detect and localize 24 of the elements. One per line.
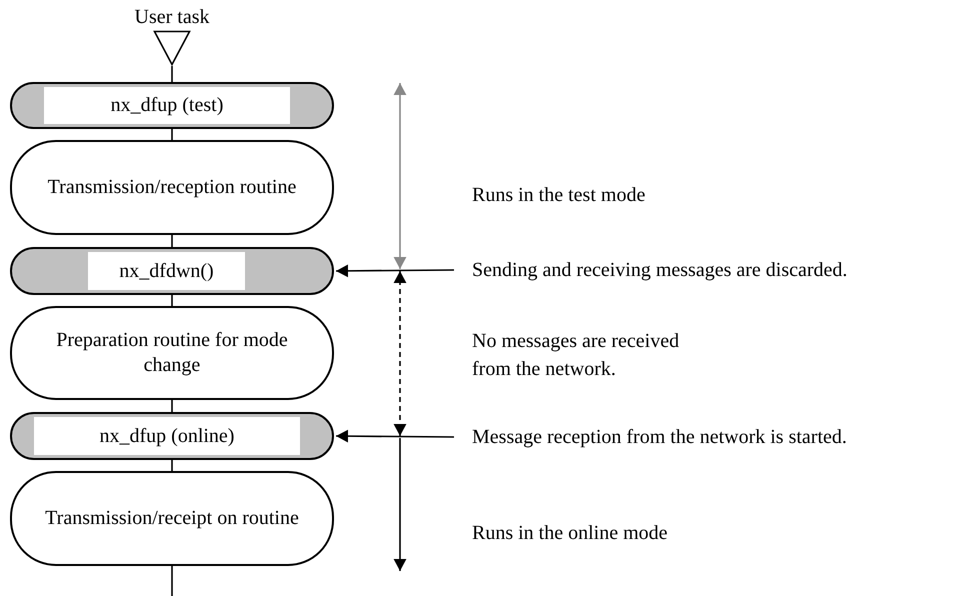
note-text: Runs in the test mode [472, 183, 646, 208]
function-call-terminal [10, 412, 334, 460]
arrow [336, 266, 454, 276]
connector-line [171, 400, 173, 412]
function-name: nx_dfup (online) [34, 417, 300, 455]
function-name: nx_dfup (test) [44, 87, 290, 124]
note-text: Runs in the online mode [472, 521, 669, 546]
connector-line [171, 295, 173, 306]
function-call-terminal [10, 82, 334, 129]
connector-line [171, 235, 173, 247]
connector-line [171, 566, 173, 596]
function-call-terminal [10, 247, 334, 295]
start-label: User task [134, 5, 210, 30]
connector-line [171, 460, 173, 471]
routine-terminal: Transmission/receipt on routine [10, 471, 334, 566]
note-text: Sending and receiving messages are discarded. [472, 257, 967, 283]
connector-line [171, 129, 173, 140]
note-text: Message reception from the network is started. [472, 424, 967, 450]
routine-terminal: Preparation routine for mode change [10, 306, 334, 400]
arrow [336, 431, 454, 441]
routine-terminal: Transmission/reception routine [10, 140, 334, 235]
note-text: No messages are received from the network. [472, 329, 680, 382]
function-name: nx_dfdwn() [88, 252, 245, 290]
connector-line [171, 66, 173, 82]
